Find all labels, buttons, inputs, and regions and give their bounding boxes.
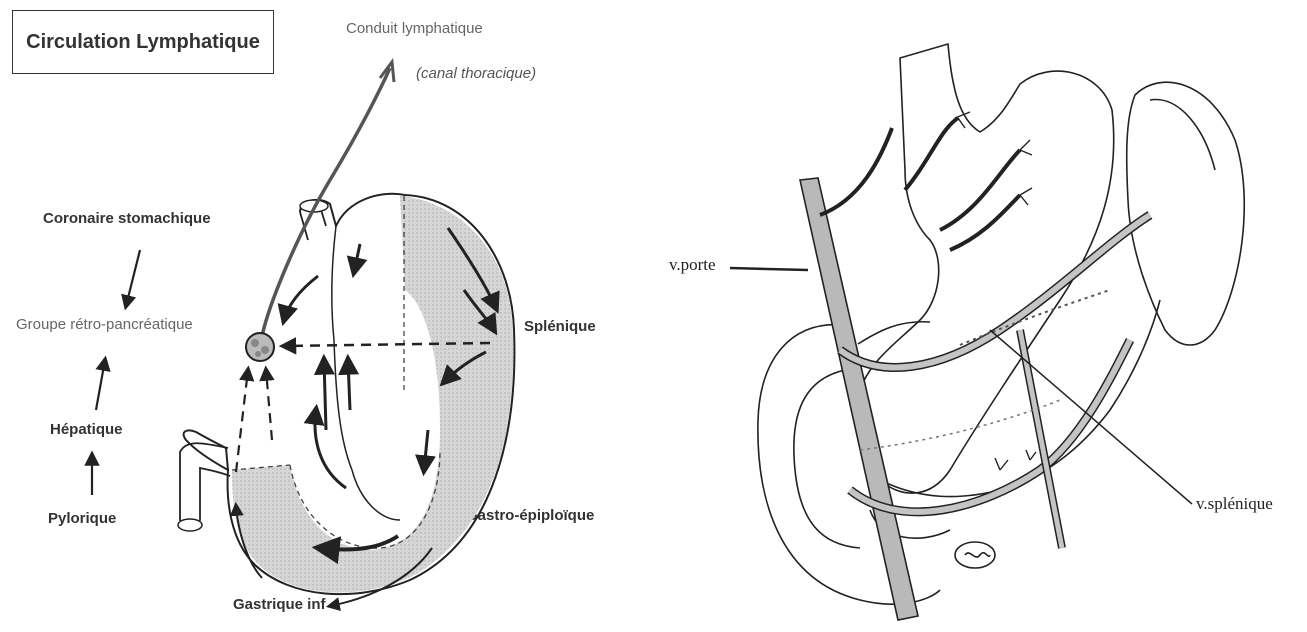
- lesser-curvature: [332, 226, 400, 520]
- retro-pancreatic-node: [246, 333, 274, 361]
- pylorus-opening: [178, 519, 202, 531]
- arrow-flow-2: [354, 244, 360, 272]
- dotted-vessel-path-2: [860, 400, 1060, 450]
- portal-vein: [800, 178, 918, 620]
- spleen-inner-line: [1150, 100, 1215, 170]
- arrow-hepatique: [96, 360, 105, 410]
- arrow-flow-1: [284, 276, 318, 320]
- arrow-flow-5: [315, 410, 346, 488]
- pancreas: [880, 300, 1160, 497]
- greater-curvature-shading: [232, 196, 513, 593]
- arrow-dashed-mid: [266, 370, 272, 440]
- arrow-flow-4: [348, 360, 350, 410]
- arrow-coronaire: [126, 250, 140, 306]
- mesenteric-vein-fill: [1020, 330, 1062, 548]
- gastric-branch-tips: [955, 112, 1036, 470]
- gastric-branches: [820, 118, 1020, 250]
- arrow-flow-3: [324, 360, 326, 430]
- splenic-vein: [840, 215, 1150, 367]
- arrow-dashed-left: [236, 370, 248, 472]
- colon-cross-section: [955, 542, 995, 568]
- arrow-flow-9: [424, 430, 428, 470]
- leader-v-porte: [730, 268, 808, 270]
- pancreas-head-edge: [858, 322, 930, 344]
- colon-lumen: [965, 553, 990, 557]
